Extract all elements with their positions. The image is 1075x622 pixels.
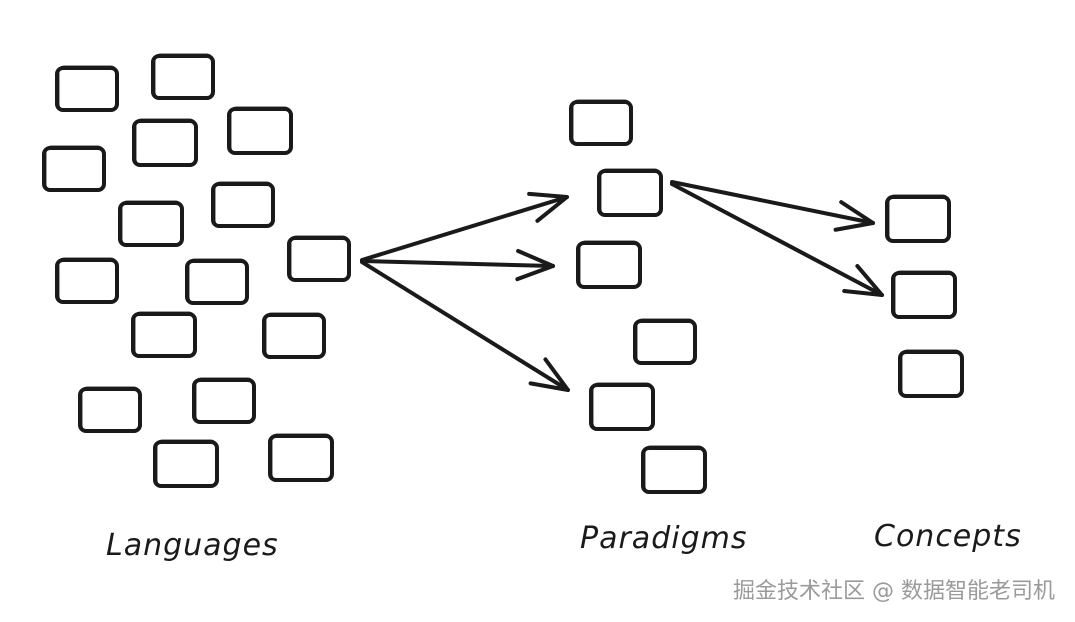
language-box-13 — [78, 386, 142, 433]
paradigm-box-3 — [576, 240, 642, 289]
language-box-9 — [55, 257, 119, 304]
language-box-14 — [192, 377, 256, 424]
arrow-languages-to-paradigm-3 — [360, 248, 555, 282]
paradigm-box-1 — [569, 99, 633, 146]
language-box-12 — [262, 312, 326, 359]
arrow-paradigm-to-concept-2 — [670, 182, 884, 297]
paradigm-box-4 — [633, 318, 697, 365]
language-box-8 — [287, 235, 351, 282]
paradigm-box-6 — [641, 445, 707, 494]
language-box-11 — [131, 311, 197, 358]
language-box-1 — [55, 65, 119, 112]
language-box-6 — [118, 200, 184, 247]
arrow-paradigm-to-concept-1 — [670, 180, 875, 232]
arrow-languages-to-paradigm-2 — [360, 191, 569, 262]
concept-box-3 — [898, 349, 964, 398]
language-box-3 — [132, 118, 198, 167]
language-box-15 — [153, 439, 219, 488]
boxes-layer — [42, 53, 964, 494]
arrow-languages-to-paradigm-5 — [360, 260, 570, 392]
language-box-2 — [151, 53, 215, 100]
arrows-layer — [360, 180, 884, 392]
concept-box-2 — [891, 270, 957, 319]
paradigm-box-5 — [589, 382, 655, 431]
watermark-text: 掘金技术社区 @ 数据智能老司机 — [733, 579, 1055, 604]
languages-label: Languages — [106, 528, 279, 563]
language-box-7 — [211, 181, 275, 228]
language-box-16 — [268, 433, 334, 482]
concept-box-1 — [885, 194, 951, 243]
paradigm-box-2 — [597, 168, 663, 217]
language-box-4 — [227, 106, 293, 155]
concepts-label: Concepts — [874, 519, 1022, 554]
language-box-5 — [42, 145, 106, 192]
paradigms-label: Paradigms — [580, 521, 747, 556]
language-box-10 — [185, 258, 249, 305]
